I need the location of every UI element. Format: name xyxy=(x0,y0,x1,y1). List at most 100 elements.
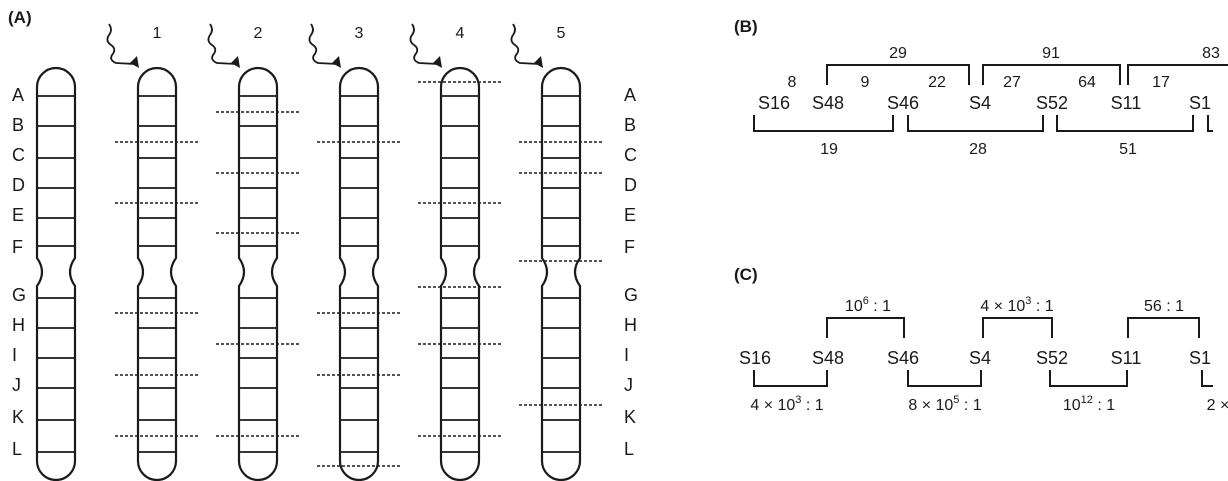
chromosome-label: 4 xyxy=(456,25,465,42)
band-label: F xyxy=(624,237,635,257)
upper-bracket xyxy=(1128,318,1199,338)
band-label: B xyxy=(624,115,636,135)
chromosome-set: 1 2 3 4 5 xyxy=(37,24,603,480)
band-label: A xyxy=(12,85,24,105)
band-label: G xyxy=(624,285,638,305)
strain-label: S16 xyxy=(758,93,790,113)
band-label: L xyxy=(624,439,634,459)
arrow-head xyxy=(534,56,543,68)
bracket-distance: 83 xyxy=(1202,45,1220,62)
chromosome: 5 xyxy=(511,24,603,480)
chromosome-label: 2 xyxy=(254,25,263,42)
band-label: L xyxy=(12,439,22,459)
irradiation-arrow xyxy=(410,24,438,64)
band-label: I xyxy=(624,345,629,365)
band-label: E xyxy=(624,205,636,225)
chromosome: 4 xyxy=(410,24,502,480)
chromosome-outline xyxy=(239,68,277,480)
upper-ratio: 106 : 1 xyxy=(845,295,891,315)
upper-bracket xyxy=(827,65,969,85)
panel-c-strains: S16 S48 S46 S4 S52 S11 S1 xyxy=(739,348,1211,368)
lower-bracket xyxy=(1208,115,1213,131)
irradiation-arrow xyxy=(309,24,337,64)
band-label: H xyxy=(624,315,637,335)
strain-label: S1 xyxy=(1189,348,1211,368)
bracket-distance: 19 xyxy=(820,141,838,158)
lower-bracket xyxy=(754,370,827,386)
chromosome-label: 1 xyxy=(153,25,162,42)
chromosome-outline xyxy=(138,68,176,480)
upper-bracket xyxy=(983,318,1052,338)
strain-label: S11 xyxy=(1111,93,1142,113)
chromosome: 3 xyxy=(309,24,401,480)
band-label: G xyxy=(12,285,26,305)
band-label: D xyxy=(624,175,637,195)
strain-label: S52 xyxy=(1036,93,1068,113)
panel-a-label: (A) xyxy=(8,8,32,27)
band-label: D xyxy=(12,175,25,195)
arrow-head xyxy=(130,56,139,68)
arrow-head xyxy=(332,56,341,68)
lower-ratio: 2 × xyxy=(1207,397,1228,414)
irradiation-arrow xyxy=(208,24,236,64)
strain-label: S11 xyxy=(1111,348,1142,368)
chromosome-outline xyxy=(441,68,479,480)
lower-bracket xyxy=(908,370,981,386)
upper-ratio: 56 : 1 xyxy=(1144,298,1184,315)
lower-bracket xyxy=(908,115,1043,131)
bracket-distance: 91 xyxy=(1042,45,1060,62)
strain-label: S1 xyxy=(1189,93,1211,113)
panel-b-adjacent-distances: 8 9 22 27 64 17 xyxy=(788,74,1170,91)
bracket-distance: 28 xyxy=(969,141,987,158)
lower-ratio: 8 × 105 : 1 xyxy=(908,394,981,414)
irradiation-arrow xyxy=(107,24,135,64)
band-label: I xyxy=(12,345,17,365)
band-label: H xyxy=(12,315,25,335)
panel-b: (B) S16 S48 S46 S4 S52 S11 S1 8 9 22 27 … xyxy=(734,17,1228,158)
adjacent-distance: 22 xyxy=(928,74,946,91)
chromosome xyxy=(37,68,75,480)
band-label: J xyxy=(624,375,633,395)
arrow-head xyxy=(433,56,442,68)
strain-label: S48 xyxy=(812,93,844,113)
adjacent-distance: 64 xyxy=(1078,74,1096,91)
band-label: F xyxy=(12,237,23,257)
band-label: K xyxy=(12,407,24,427)
band-label: K xyxy=(624,407,636,427)
upper-ratio: 4 × 103 : 1 xyxy=(980,295,1053,315)
lower-bracket xyxy=(754,115,893,131)
panel-c: (C) S16 S48 S46 S4 S52 S11 S1 106 : 1 4 … xyxy=(734,265,1228,414)
lower-ratio: 1012 : 1 xyxy=(1063,394,1115,414)
lower-ratio: 4 × 103 : 1 xyxy=(750,394,823,414)
chromosome: 1 xyxy=(107,24,199,480)
strain-label: S4 xyxy=(969,93,991,113)
bracket-distance: 51 xyxy=(1119,141,1137,158)
lower-bracket xyxy=(1050,370,1127,386)
strain-label: S46 xyxy=(887,348,919,368)
adjacent-distance: 9 xyxy=(861,74,870,91)
chromosome-label: 5 xyxy=(557,25,566,42)
band-label: C xyxy=(624,145,637,165)
chromosome-outline xyxy=(340,68,378,480)
irradiation-arrow xyxy=(511,24,539,64)
upper-bracket xyxy=(1128,65,1228,85)
upper-bracket xyxy=(827,318,904,338)
panel-b-label: (B) xyxy=(734,17,758,36)
band-label: C xyxy=(12,145,25,165)
panel-c-label: (C) xyxy=(734,265,758,284)
bracket-distance: 29 xyxy=(889,45,907,62)
band-label: A xyxy=(624,85,636,105)
chromosome-outline xyxy=(542,68,580,480)
band-label: B xyxy=(12,115,24,135)
arrow-head xyxy=(231,56,240,68)
band-label: E xyxy=(12,205,24,225)
chromosome: 2 xyxy=(208,24,300,480)
band-label: J xyxy=(12,375,21,395)
panel-b-strains: S16 S48 S46 S4 S52 S11 S1 xyxy=(758,93,1211,113)
lower-bracket xyxy=(1202,370,1213,386)
strain-label: S4 xyxy=(969,348,991,368)
